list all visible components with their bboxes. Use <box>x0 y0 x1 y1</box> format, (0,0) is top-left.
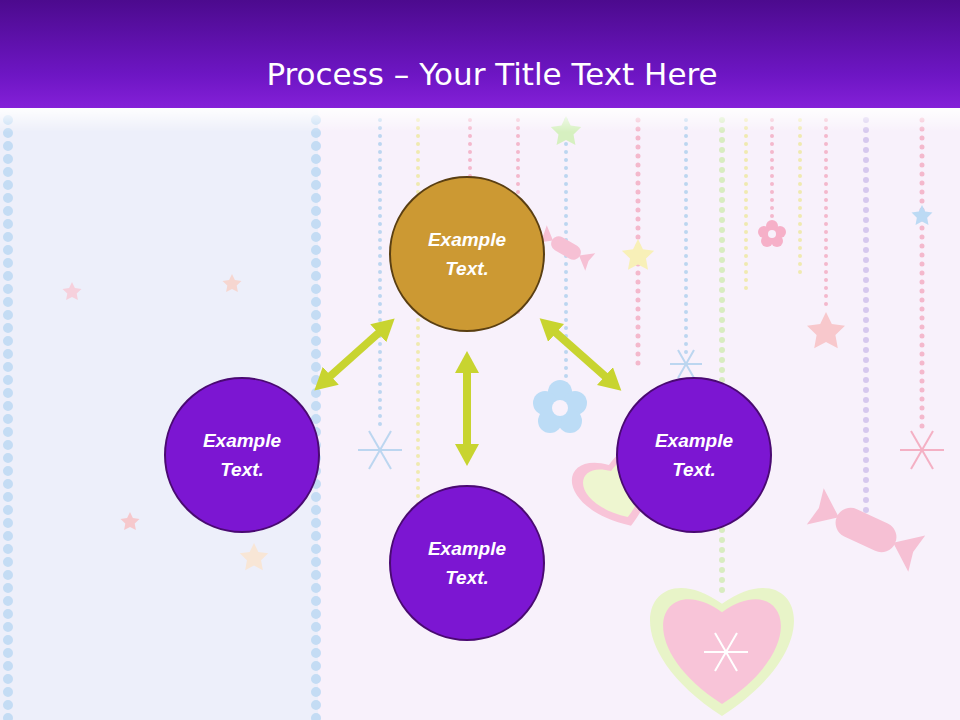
star <box>63 282 82 300</box>
star <box>807 312 845 348</box>
star <box>121 512 140 530</box>
circle-outline <box>390 177 544 331</box>
snowflake <box>900 431 944 469</box>
snowflakes <box>358 350 944 671</box>
dot-string <box>798 120 802 280</box>
process-circle: Example Text. <box>388 484 546 642</box>
star <box>912 205 933 225</box>
flower <box>533 380 587 433</box>
circle-shape <box>388 484 546 642</box>
dot-border <box>3 120 13 720</box>
double-arrow <box>553 330 608 379</box>
star <box>622 239 654 270</box>
dot-string <box>684 120 688 360</box>
snowflake <box>704 633 748 671</box>
dot-border <box>311 120 321 720</box>
circle-outline <box>165 378 319 532</box>
dot-strings <box>8 120 922 720</box>
candy <box>807 488 925 572</box>
heart-outline <box>650 588 794 716</box>
heart <box>663 599 781 704</box>
circle-shape <box>388 175 546 333</box>
candies <box>537 225 925 571</box>
dot-string <box>863 120 869 520</box>
snowflake <box>358 431 402 469</box>
header-fade <box>0 108 960 132</box>
node-label: Example Text. <box>648 426 740 484</box>
circle-shape <box>163 376 321 534</box>
dot-string <box>744 120 748 290</box>
candy <box>537 225 595 270</box>
flower <box>758 220 786 247</box>
double-arrow <box>328 331 381 379</box>
dot-string <box>378 120 382 430</box>
slide-title: Process – Your Title Text Here <box>130 52 854 96</box>
circle-outline <box>390 486 544 640</box>
process-circle: Example Text. <box>388 175 546 333</box>
dot-string <box>824 120 828 310</box>
circle-outline <box>617 378 771 532</box>
star <box>240 543 269 570</box>
double-arrow <box>463 369 471 448</box>
process-circle: Example Text. <box>163 376 321 534</box>
circle-shape <box>615 376 773 534</box>
dot-string <box>416 120 420 520</box>
node-label: Example Text. <box>196 426 288 484</box>
snowflake <box>670 350 702 378</box>
node-label: Example Text. <box>421 225 513 283</box>
dot-string <box>920 120 925 430</box>
dot-string <box>770 120 774 220</box>
node-label: Example Text. <box>421 534 513 592</box>
star <box>223 274 242 292</box>
process-circle: Example Text. <box>615 376 773 534</box>
